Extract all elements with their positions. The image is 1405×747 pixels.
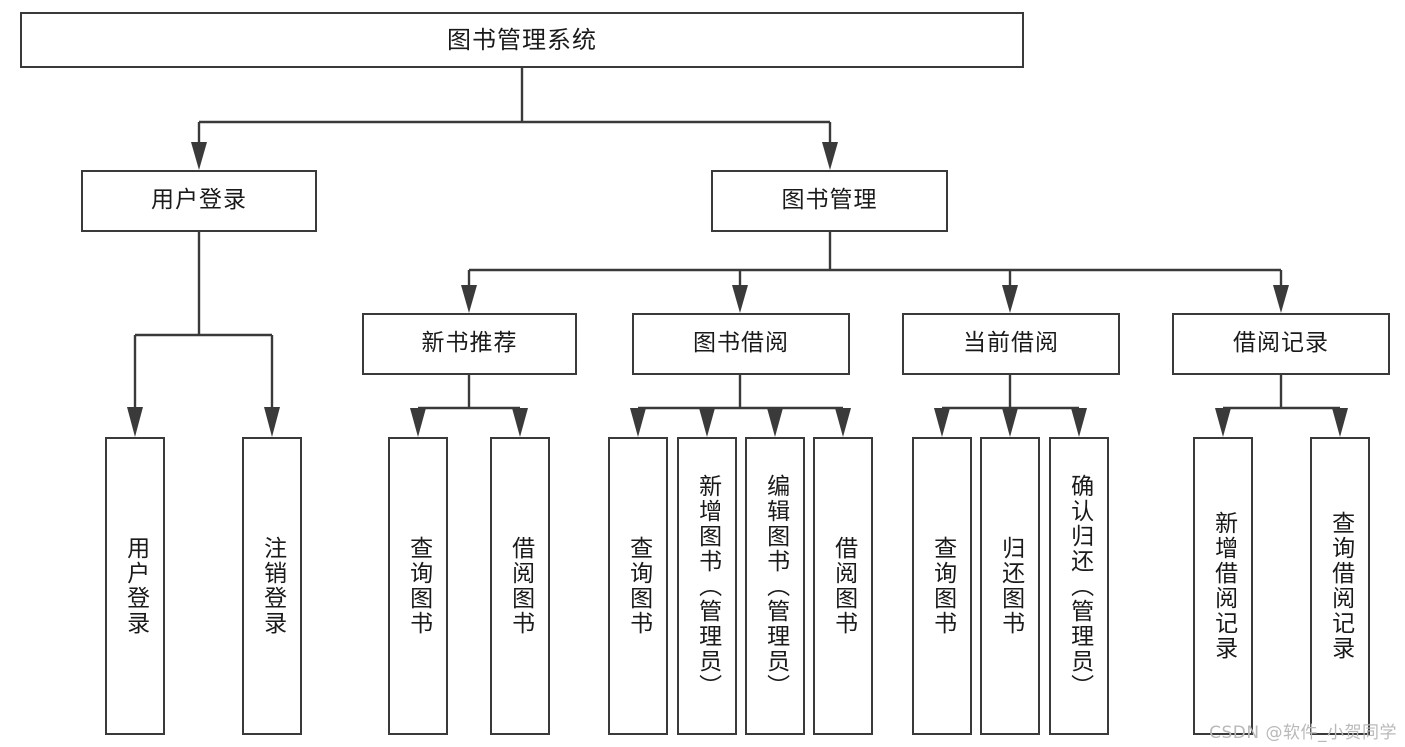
arrowhead-leaf-new-book-1	[410, 408, 426, 437]
leaf-user-login-logout[interactable]: 注销登录	[242, 437, 302, 735]
node-label: 借阅记录	[1233, 330, 1329, 357]
leaf-user-login-login[interactable]: 用户登录	[105, 437, 165, 735]
leaf-new-book-query-book[interactable]: 查询图书	[388, 437, 448, 735]
arrowhead-leaf-book-borrow-2	[699, 408, 715, 437]
node-label: 查询图书	[405, 536, 432, 636]
arrowhead-leaf-borrow-record-2	[1332, 408, 1348, 437]
node-label: 用户登录	[151, 187, 247, 214]
node-book-management[interactable]: 图书管理	[711, 170, 948, 232]
leaf-borrow-record-query-record[interactable]: 查询借阅记录	[1310, 437, 1370, 735]
node-label: 图书借阅	[693, 330, 789, 357]
leaf-borrow-record-add-record[interactable]: 新增借阅记录	[1193, 437, 1253, 735]
node-label: 注销登录	[259, 536, 286, 636]
node-label: 借阅图书	[507, 536, 534, 636]
watermark-text: CSDN @软件_小贺同学	[1209, 723, 1397, 743]
leaf-book-borrow-borrow-book[interactable]: 借阅图书	[813, 437, 873, 735]
arrowhead-book-borrow	[732, 285, 748, 313]
arrowhead-new-book	[461, 285, 477, 313]
node-root-book-management-system[interactable]: 图书管理系统	[20, 12, 1024, 68]
leaf-current-borrow-return-book[interactable]: 归还图书	[980, 437, 1040, 735]
arrowhead-leaf-book-borrow-3	[767, 408, 783, 437]
arrowhead-leaf-user-login-1	[127, 407, 143, 437]
arrowhead-leaf-current-borrow-1	[934, 408, 950, 437]
leaf-book-borrow-add-book[interactable]: 新增图书（管理员）	[677, 437, 737, 735]
node-label: 当前借阅	[963, 330, 1059, 357]
node-label: 新书推荐	[421, 330, 518, 357]
node-user-login[interactable]: 用户登录	[81, 170, 317, 232]
leaf-current-borrow-confirm-return[interactable]: 确认归还（管理员）	[1049, 437, 1109, 735]
node-label: 新增图书（管理员）	[694, 473, 721, 699]
node-new-book-recommend[interactable]: 新书推荐	[362, 313, 577, 375]
node-book-borrow[interactable]: 图书借阅	[632, 313, 850, 375]
arrowhead-leaf-current-borrow-2	[1002, 408, 1018, 437]
arrowhead-leaf-borrow-record-1	[1215, 408, 1231, 437]
node-label: 查询借阅记录	[1327, 511, 1354, 661]
arrowhead-leaf-book-borrow-4	[835, 408, 851, 437]
leaf-book-borrow-query-book[interactable]: 查询图书	[608, 437, 668, 735]
node-label: 图书管理系统	[447, 25, 597, 54]
node-label: 借阅图书	[830, 536, 857, 636]
node-label: 新增借阅记录	[1210, 511, 1237, 661]
node-label: 查询图书	[929, 536, 956, 636]
node-label: 用户登录	[122, 536, 149, 636]
node-borrow-record[interactable]: 借阅记录	[1172, 313, 1390, 375]
arrowhead-leaf-new-book-2	[512, 408, 528, 437]
node-label: 图书管理	[781, 187, 878, 214]
arrowhead-leaf-user-login-2	[264, 407, 280, 437]
node-label: 确认归还（管理员）	[1066, 473, 1093, 699]
arrowhead-user-login	[191, 142, 207, 170]
leaf-new-book-borrow-book[interactable]: 借阅图书	[490, 437, 550, 735]
node-label: 归还图书	[997, 536, 1024, 636]
leaf-current-borrow-query-book[interactable]: 查询图书	[912, 437, 972, 735]
arrowhead-book-mgmt	[822, 142, 838, 170]
arrowhead-leaf-current-borrow-3	[1071, 408, 1087, 437]
node-label: 编辑图书（管理员）	[762, 473, 789, 699]
node-current-borrow[interactable]: 当前借阅	[902, 313, 1120, 375]
leaf-book-borrow-edit-book[interactable]: 编辑图书（管理员）	[745, 437, 805, 735]
arrowhead-leaf-book-borrow-1	[630, 408, 646, 437]
arrowhead-current-borrow	[1002, 285, 1018, 313]
arrowhead-borrow-record	[1273, 285, 1289, 313]
node-label: 查询图书	[625, 536, 652, 636]
